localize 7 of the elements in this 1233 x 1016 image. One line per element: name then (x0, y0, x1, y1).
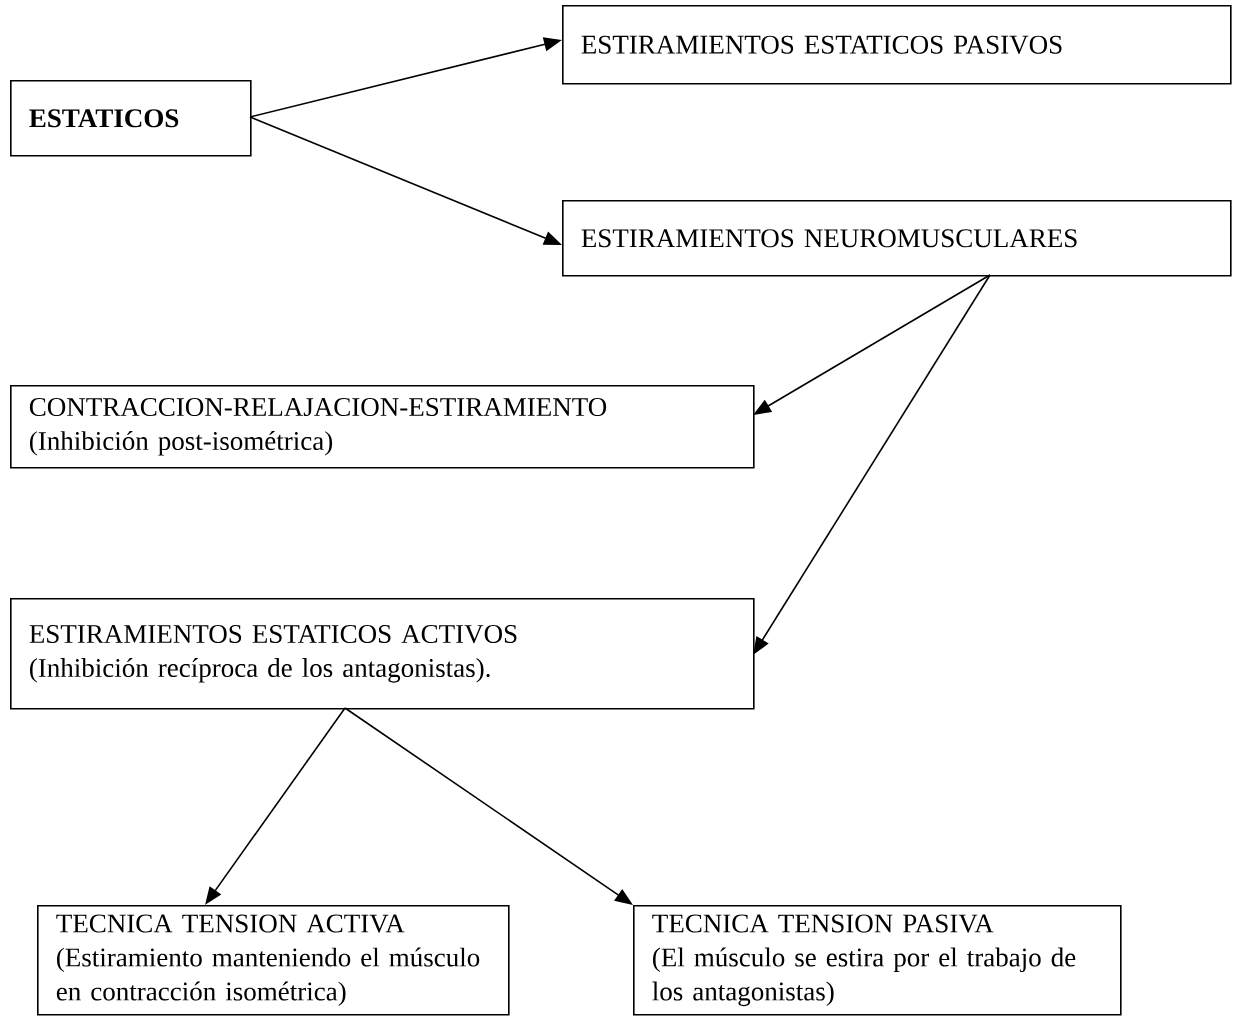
process-box: ESTIRAMIENTOS ESTATICOS ACTIVOS (Inhibición recíproca de los antagonistas). (10, 598, 755, 710)
process-box: TECNICA TENSION PASIVA (El músculo se estira por el trabajo de los antagonistas) (633, 905, 1122, 1016)
process-box: TECNICA TENSION ACTIVA (Estiramiento manteniendo el músculo en contracción isométrica) (37, 905, 510, 1016)
process-box: ESTATICOS (10, 80, 252, 157)
process-box: CONTRACCION-RELAJACION-ESTIRAMIENTO (Inhibición post-isométrica) (10, 385, 755, 469)
process-box: ESTIRAMIENTOS NEUROMUSCULARES (562, 200, 1232, 277)
process-box: ESTIRAMIENTOS ESTATICOS PASIVOS (562, 5, 1232, 85)
